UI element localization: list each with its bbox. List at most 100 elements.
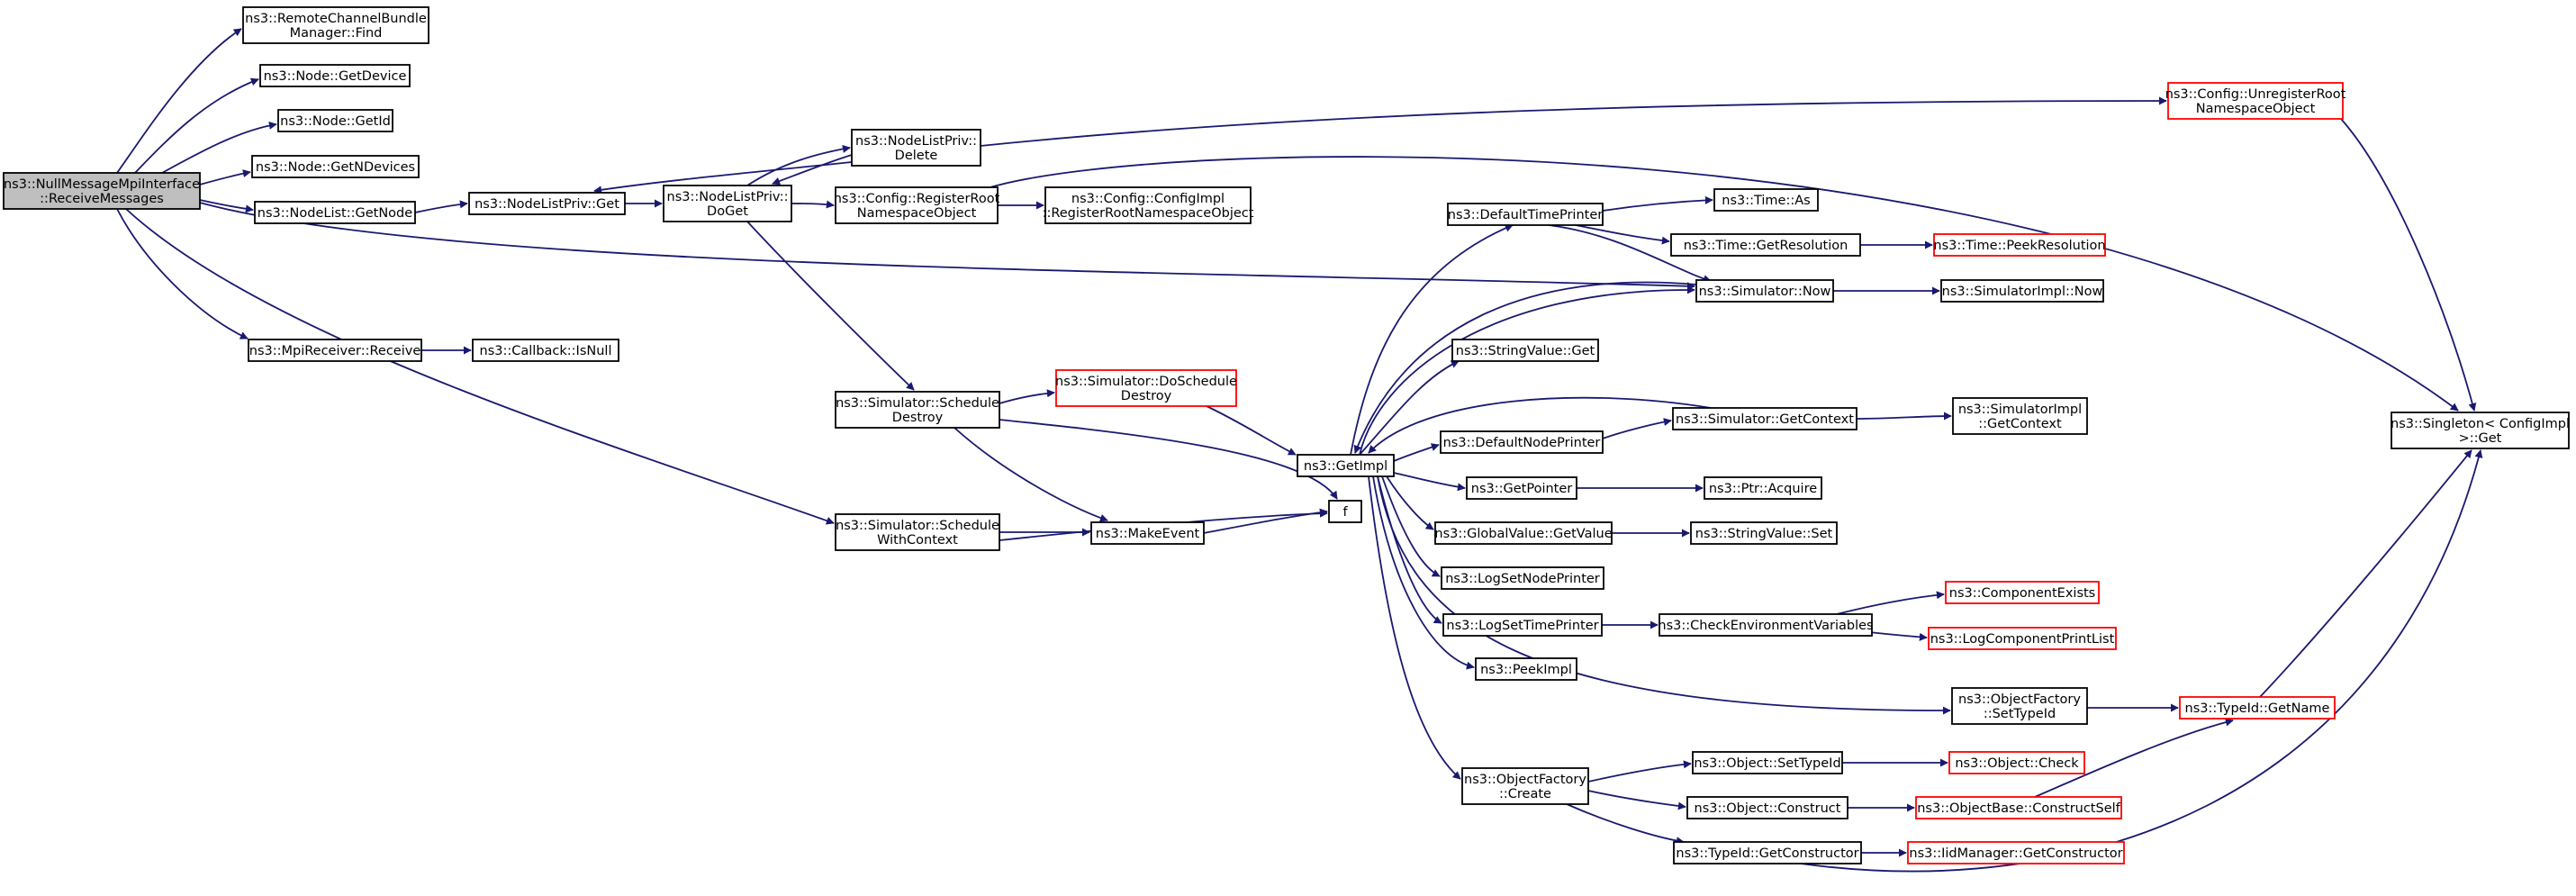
node-box	[468, 192, 626, 215]
node-makeevent[interactable]: ns3::MakeEvent	[1090, 521, 1205, 545]
node-default-time-printer[interactable]: ns3::DefaultTimePrinter	[1447, 203, 1604, 226]
node-peekimpl[interactable]: ns3::PeekImpl	[1475, 657, 1577, 681]
node-label: ns3::Object::Check	[1955, 756, 2079, 771]
node-box	[1434, 521, 1613, 545]
node-node-getndevices[interactable]: ns3::Node::GetNDevices	[251, 155, 420, 178]
node-box	[472, 339, 619, 362]
node-default-node-printer[interactable]: ns3::DefaultNodePrinter	[1440, 430, 1604, 454]
edge-arrow	[1359, 360, 1460, 456]
node-nodelist-getnode[interactable]: ns3::NodeList::GetNode	[254, 201, 416, 224]
node-label: ns3::Callback::IsNull	[480, 344, 612, 358]
node-node-getid[interactable]: ns3::Node::GetId	[277, 109, 393, 132]
call-edge-objectbase-constructself-to-typeid-getname	[2034, 718, 2234, 798]
node-sim-now[interactable]: ns3::Simulator::Now	[1695, 279, 1834, 303]
edge-arrow	[1372, 475, 1475, 670]
node-label: ns3::Object::SetTypeId	[1694, 756, 1840, 771]
node-nlp-delete[interactable]: ns3::NodeListPriv::Delete	[851, 129, 981, 167]
node-simimpl-getcontext[interactable]: ns3::SimulatorImpl::GetContext	[1952, 397, 2088, 435]
node-label: NamespaceObject	[857, 206, 977, 221]
node-nlp-get[interactable]: ns3::NodeListPriv::Get	[468, 192, 626, 215]
node-checkenv[interactable]: ns3::CheckEnvironmentVariables	[1658, 613, 1874, 637]
call-edge-getimpl-to-default-node-printer	[1393, 443, 1440, 462]
edge-arrow	[1393, 472, 1466, 492]
node-getpointer[interactable]: ns3::GetPointer	[1466, 476, 1577, 500]
node-object-check[interactable]: ns3::Object::Check	[1948, 751, 2085, 774]
node-iidmanager-getconstructor[interactable]: ns3::IidManager::GetConstructor	[1907, 841, 2125, 864]
edge-arrow	[990, 156, 2459, 412]
edge-arrow	[1359, 285, 1695, 456]
node-box	[242, 6, 429, 44]
node-time-getres[interactable]: ns3::Time::GetResolution	[1670, 233, 1861, 257]
node-time-as[interactable]: ns3::Time::As	[1713, 188, 1819, 212]
node-mpi-receive[interactable]: ns3::MpiReceiver::Receive	[248, 339, 422, 362]
node-objfactory-settypeid[interactable]: ns3::ObjectFactory::SetTypeId	[1951, 687, 2088, 725]
node-objectbase-constructself[interactable]: ns3::ObjectBase::ConstructSelf	[1915, 796, 2122, 819]
node-logcomponentprintlist[interactable]: ns3::LogComponentPrintList	[1928, 627, 2117, 650]
node-globalvalue-getvalue[interactable]: ns3::GlobalValue::GetValue	[1434, 521, 1613, 545]
node-label: ::SetTypeId	[1984, 707, 2056, 721]
node-stringvalue-get[interactable]: ns3::StringValue::Get	[1451, 339, 1599, 362]
node-object-settypeid[interactable]: ns3::Object::SetTypeId	[1692, 751, 1843, 774]
node-label: ns3::ObjectFactory	[1958, 692, 2081, 707]
node-node-getdevice[interactable]: ns3::Node::GetDevice	[259, 64, 411, 87]
node-box	[1659, 613, 1873, 637]
node-cfg-register[interactable]: ns3::Config::RegisterRootNamespaceObject	[834, 186, 1000, 224]
node-cb-isnull[interactable]: ns3::Callback::IsNull	[472, 339, 619, 362]
node-logsettimeprinter[interactable]: ns3::LogSetTimePrinter	[1442, 613, 1603, 637]
edge-arrow	[954, 427, 1108, 522]
node-box	[1475, 657, 1577, 681]
node-sim-getcontext[interactable]: ns3::Simulator::GetContext	[1672, 407, 1857, 430]
node-label: Delete	[895, 149, 938, 163]
node-typeid-getname[interactable]: ns3::TypeId::GetName	[2179, 696, 2336, 720]
node-label: ns3::Object::Construct	[1695, 801, 1841, 816]
edge-arrow	[1587, 760, 1692, 783]
node-label: WithContext	[877, 533, 958, 548]
edge-arrow	[1575, 224, 1670, 245]
call-edge-getimpl-to-objfactory-settypeid	[1377, 475, 1951, 715]
node-nlp-doget[interactable]: ns3::NodeListPriv::DoGet	[663, 185, 792, 222]
edge-arrow	[134, 77, 259, 174]
node-label: ns3::Node::GetDevice	[264, 69, 407, 84]
node-label: Manager::Find	[290, 26, 383, 41]
edge-arrow	[1353, 281, 1697, 454]
node-label: ns3::NullMessageMpiInterface	[4, 177, 200, 192]
node-label: ns3::Simulator::Now	[1699, 285, 1831, 299]
node-logsetnodeprinter[interactable]: ns3::LogSetNodePrinter	[1441, 566, 1604, 590]
edge-arrow	[199, 199, 254, 213]
node-object-construct[interactable]: ns3::Object::Construct	[1686, 796, 1848, 819]
node-singleton-get[interactable]: ns3::Singleton< ConfigImpl>::Get	[2391, 412, 2570, 449]
node-label: ::RegisterRootNamespaceObject	[1043, 206, 1254, 221]
node-cfg-unregister[interactable]: ns3::Config::UnregisterRootNamespaceObje…	[2165, 82, 2346, 120]
node-box	[835, 391, 1000, 429]
call-edge-sim-schedule-destroy-to-makeevent	[954, 427, 1108, 522]
node-typeid-getconstructor[interactable]: ns3::TypeId::GetConstructor	[1673, 841, 1862, 864]
call-edge-getimpl-to-peekimpl	[1372, 475, 1475, 670]
node-stringvalue-set[interactable]: ns3::StringValue::Set	[1690, 521, 1838, 545]
node-label: ::ReceiveMessages	[40, 192, 164, 206]
node-label: ns3::Time::PeekResolution	[1933, 239, 2105, 253]
node-box	[1928, 627, 2117, 650]
node-label: ns3::Simulator::DoSchedule	[1055, 375, 1237, 389]
node-time-peekres[interactable]: ns3::Time::PeekResolution	[1933, 233, 2106, 257]
node-root[interactable]: ns3::NullMessageMpiInterface::ReceiveMes…	[3, 172, 201, 210]
node-simimpl-now[interactable]: ns3::SimulatorImpl::Now	[1940, 279, 2104, 303]
call-edge-sim-schedule-destroy-to-f	[963, 415, 1338, 500]
node-objfactory-create[interactable]: ns3::ObjectFactory::Create	[1461, 767, 1589, 805]
node-ptr-acquire[interactable]: ns3::Ptr::Acquire	[1704, 476, 1822, 500]
node-cfgimpl-register[interactable]: ns3::Config::ConfigImpl::RegisterRootNam…	[1043, 186, 1254, 224]
edge-arrow	[1800, 449, 2483, 873]
edge-arrow	[772, 154, 853, 186]
edge-arrow	[1350, 223, 1514, 456]
node-label: ns3::Node::GetId	[280, 114, 391, 129]
node-componentexists[interactable]: ns3::ComponentExists	[1945, 581, 2100, 604]
node-getimpl[interactable]: ns3::GetImpl	[1297, 454, 1395, 477]
node-label: ns3::ComponentExists	[1949, 586, 2096, 601]
node-box	[1055, 369, 1237, 407]
node-box	[1907, 841, 2125, 864]
node-box	[1090, 521, 1205, 545]
node-f[interactable]: f	[1328, 500, 1362, 523]
